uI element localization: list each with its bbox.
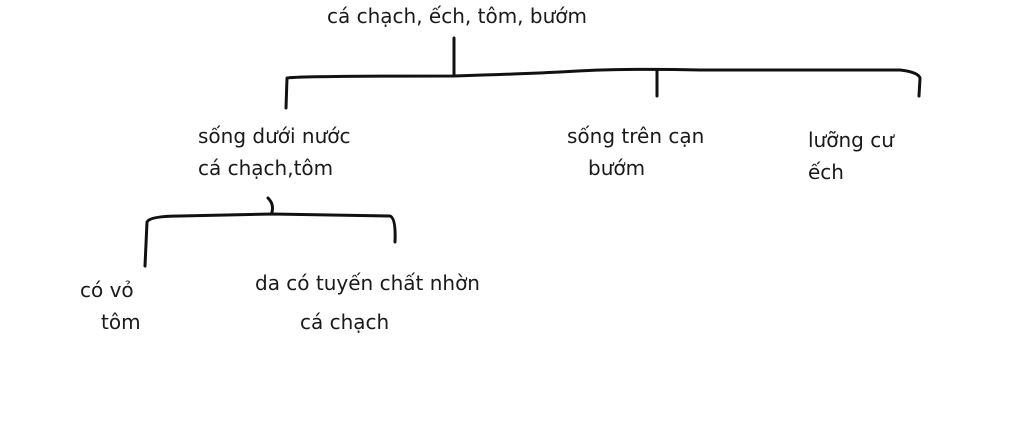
branch-amphibian-members: ếch: [808, 160, 844, 184]
sub-slime-title: da có tuyến chất nhờn: [255, 271, 480, 295]
branch-water-title: sống dưới nước: [198, 124, 351, 148]
sub-bar: [143, 212, 397, 268]
root-label: cá chạch, ếch, tôm, bướm: [327, 4, 587, 28]
sub-stem: [266, 196, 274, 214]
sub-slime-members: cá chạch: [300, 310, 390, 334]
top-bar: [284, 67, 922, 110]
sub-shell-members: tôm: [101, 310, 141, 334]
branch-amphibian-title: lưỡng cư: [808, 128, 894, 152]
branch-water-members: cá chạch,tôm: [198, 156, 334, 180]
sub-shell-title: có vỏ: [80, 278, 134, 302]
branch-land-members: bướm: [588, 156, 646, 180]
branch-land-title: sống trên cạn: [567, 124, 705, 148]
